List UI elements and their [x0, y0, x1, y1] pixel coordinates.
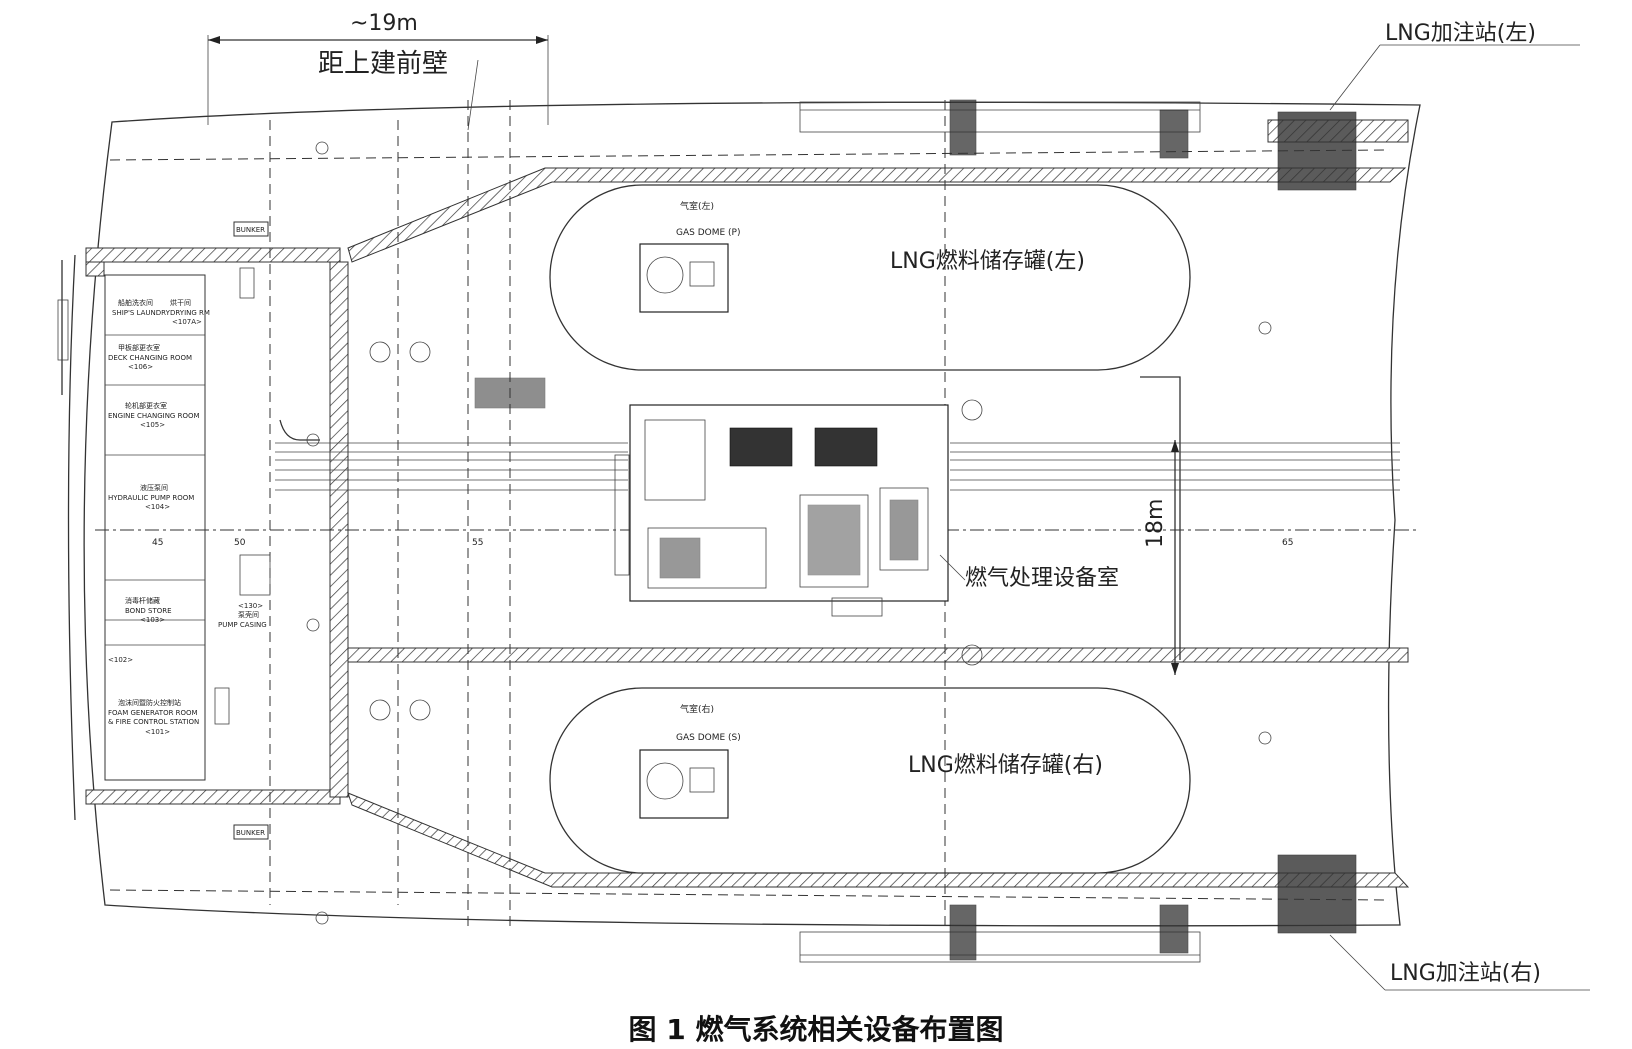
- gas-dome-port-en: GAS DOME (P): [676, 228, 740, 238]
- lng-tank-port: 气室(左) GAS DOME (P) LNG燃料储存罐(左): [549, 184, 1191, 371]
- room-engine-changing-code: <105>: [140, 421, 165, 429]
- dashed-grid: [109, 100, 1391, 930]
- room-bond-store-code: <103>: [140, 616, 165, 624]
- room-pump-casing-cn: 泵壳间: [238, 610, 259, 619]
- room-foam-code: <101>: [145, 728, 170, 736]
- gas-dome-port-cn: 气室(左): [680, 200, 714, 212]
- room-bond-store-en: BOND STORE: [125, 607, 172, 615]
- frame-50: 50: [234, 538, 246, 548]
- bunker-box-top: [233, 221, 269, 237]
- gas-room-leader: [939, 554, 966, 581]
- dimension-19m: ~19m 距上建前壁: [207, 11, 549, 131]
- tank-port-label: LNG燃料储存罐(左): [890, 249, 1085, 274]
- gas-room-label: 燃气处理设备室: [965, 566, 1119, 591]
- room-bond-store-cn: 消毒杆储藏: [125, 596, 160, 605]
- gas-room-outline: [1140, 376, 1181, 660]
- room-deck-changing-en: DECK CHANGING ROOM: [108, 354, 192, 362]
- room-hydraulic-cn: 液压泵间: [140, 483, 168, 492]
- bunker-station-port: LNG加注站(左): [799, 21, 1580, 191]
- room-drying-en: DRYING RM: [170, 309, 210, 317]
- room-pump-casing-code: <130>: [238, 602, 263, 610]
- dimension-18m-label: 18m: [1143, 499, 1168, 548]
- tank-stbd-label: LNG燃料储存罐(右): [908, 753, 1103, 778]
- gas-dome-stbd-cn: 气室(右): [680, 703, 714, 715]
- room-deck-changing-code: <106>: [128, 363, 153, 371]
- room-drying-cn: 烘干间: [170, 298, 191, 307]
- bunker-label-top: BUNKER: [236, 226, 265, 234]
- room-hydraulic-code: <104>: [145, 503, 170, 511]
- frame-65: 65: [1282, 538, 1293, 548]
- frame-45: 45: [152, 538, 163, 548]
- room-102-code: <102>: [108, 656, 133, 664]
- room-engine-changing-en: ENGINE CHANGING ROOM: [108, 412, 200, 420]
- bunker-label-bottom: BUNKER: [236, 829, 265, 837]
- lng-tank-stbd: 气室(右) GAS DOME (S) LNG燃料储存罐(右): [549, 687, 1191, 874]
- room-deck-changing-cn: 甲板部更衣室: [118, 343, 160, 352]
- frame-55: 55: [472, 538, 483, 548]
- dimension-18m: 18m: [1143, 440, 1179, 675]
- room-drying-code: <107A>: [172, 318, 202, 326]
- room-pump-casing-en: PUMP CASING: [218, 621, 267, 629]
- dist-front-wall-label: 距上建前壁: [318, 49, 448, 79]
- room-foam-cn: 泡沫间暨防火控制站: [118, 698, 181, 707]
- dimension-19m-label: ~19m: [350, 11, 418, 36]
- bunker-station-stbd-label: LNG加注站(右): [1390, 961, 1541, 986]
- gas-dome-stbd-en: GAS DOME (S): [676, 733, 741, 743]
- bunker-station-port-label: LNG加注站(左): [1385, 21, 1536, 46]
- room-laundry-en: SHIP'S LAUNDRY: [112, 309, 171, 317]
- room-hydraulic-en: HYDRAULIC PUMP ROOM: [108, 494, 194, 502]
- room-laundry-cn: 船舶洗衣间: [118, 298, 153, 307]
- bunker-station-stbd: LNG加注站(右): [799, 854, 1590, 991]
- room-foam-en-1: FOAM GENERATOR ROOM: [108, 709, 198, 717]
- room-engine-changing-cn: 轮机部更衣室: [125, 401, 167, 410]
- gas-handling-room: [614, 404, 949, 617]
- room-labels: 船舶洗衣间 SHIP'S LAUNDRY 烘干间 DRYING RM <107A…: [108, 298, 267, 736]
- figure-caption: 图 1 燃气系统相关设备布置图: [628, 1013, 1004, 1046]
- deck-fittings: [214, 141, 1272, 925]
- bunker-box-bottom: [233, 824, 269, 840]
- room-foam-en-2: & FIRE CONTROL STATION: [108, 718, 199, 726]
